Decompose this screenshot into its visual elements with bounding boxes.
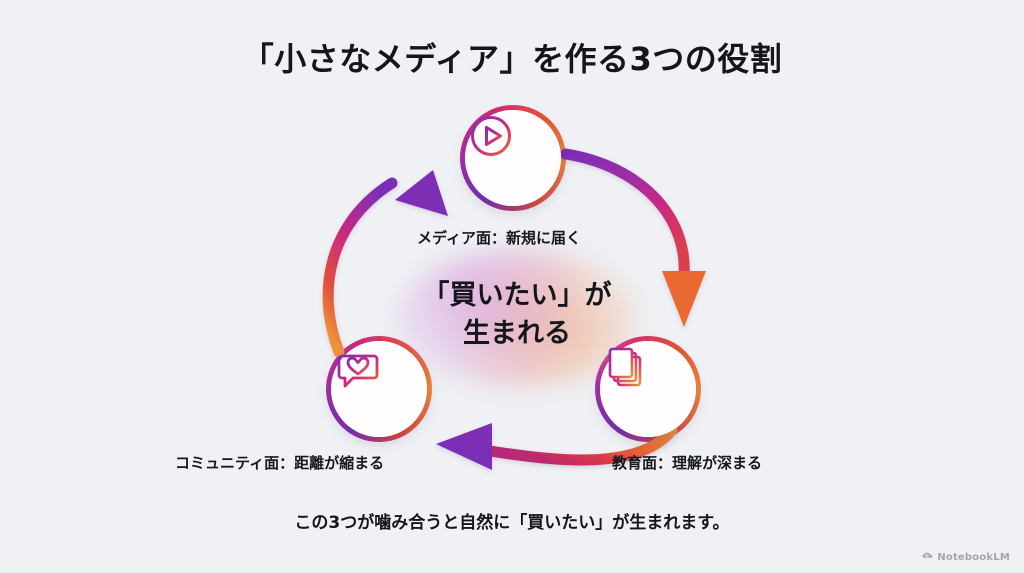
page-title: 「小さなメディア」を作る3つの役割: [241, 40, 783, 78]
watermark: NotebookLM: [921, 551, 1010, 563]
node-community-face: [331, 341, 427, 437]
documents-stack-icon: [608, 347, 642, 387]
watermark-label: NotebookLM: [937, 551, 1010, 563]
node-media[interactable]: [460, 105, 566, 211]
arrow-community-to-media: [322, 170, 448, 358]
center-message-line-1: 「買いたい」が: [422, 280, 612, 311]
notebooklm-icon: [922, 552, 933, 558]
node-community-label: コミュニティ面：距離が縮まる: [175, 454, 385, 472]
center-message: 「買いたい」が 生まれる: [372, 277, 662, 354]
arrow-media-to-education: [560, 148, 706, 327]
node-education-face: [600, 341, 696, 437]
node-media-label: メディア面：新規に届く: [417, 229, 581, 247]
slide-caption: この3つが噛み合うと自然に「買いたい」が生まれます。: [294, 513, 730, 533]
node-education-label: 教育面：理解が深まる: [612, 454, 763, 472]
node-education[interactable]: [595, 336, 701, 442]
node-community[interactable]: [326, 336, 432, 442]
arrow-education-to-community: [436, 423, 678, 470]
node-media-face: [465, 110, 561, 206]
play-circle-icon: [471, 116, 511, 156]
chat-heart-icon: [337, 354, 379, 388]
center-message-line-2: 生まれる: [463, 318, 571, 350]
